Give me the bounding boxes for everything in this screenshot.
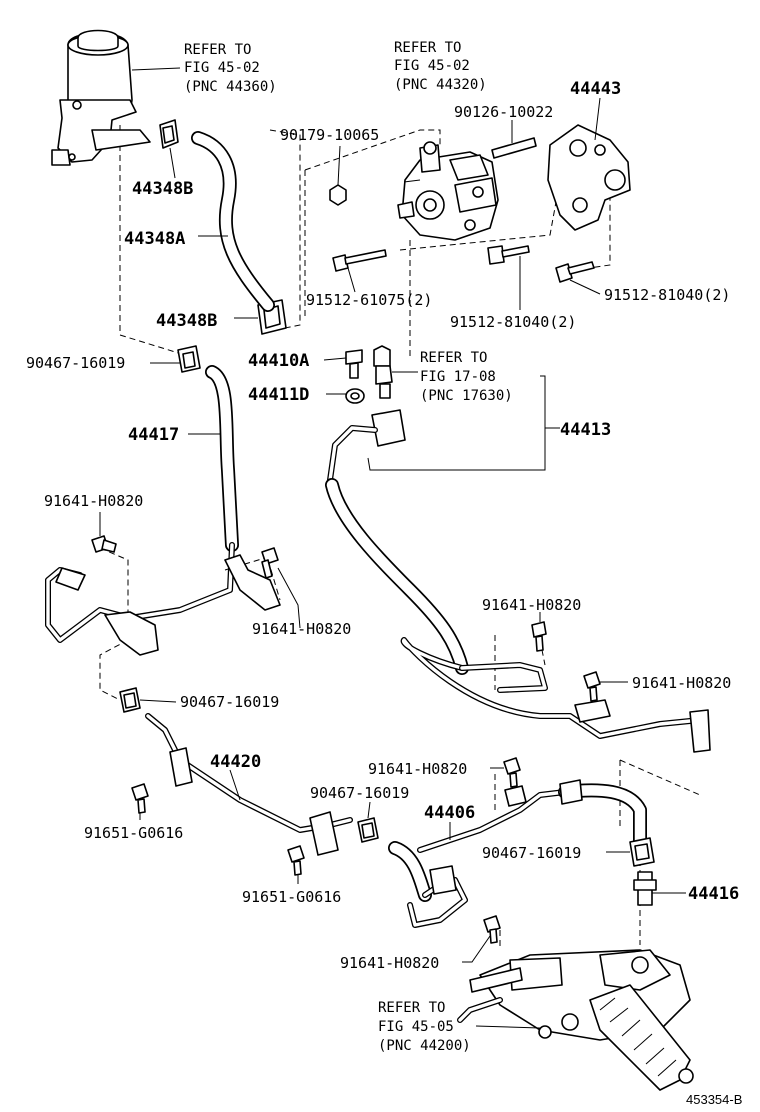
nut-90179 [329, 184, 347, 206]
label-44417: 44417 [128, 425, 179, 445]
bolt-91641-d [583, 671, 601, 702]
reference-switch: REFER TO FIG 17-08 (PNC 17630) [420, 350, 513, 404]
label-44410A: 44410A [248, 351, 309, 371]
label-90467-16019-b: 90467-16019 [180, 693, 279, 711]
label-91651-G0616-a: 91651-G0616 [84, 824, 183, 842]
label-44348A: 44348A [124, 229, 185, 249]
label-91512-81040-right: 91512-81040(2) [604, 286, 730, 304]
pressure-hose-44413 [325, 409, 711, 753]
reference-gear: REFER TO FIG 45-05 (PNC 44200) [378, 1000, 471, 1054]
return-hose-44417 [45, 365, 281, 656]
bolt-91512-61075 [332, 249, 387, 272]
bolt-91641-e [503, 757, 521, 788]
label-90126-10022: 90126-10022 [454, 103, 553, 121]
label-91641-H0820-f: 91641-H0820 [340, 954, 439, 972]
label-90467-16019-d: 90467-16019 [482, 844, 581, 862]
steering-gear-assembly [457, 949, 694, 1091]
label-91512-81040-mid: 91512-81040(2) [450, 313, 576, 331]
pressure-switch [373, 345, 393, 399]
ref-switch-line1: REFER TO [420, 350, 487, 366]
union-bolt-44410A [345, 349, 363, 379]
bolt-91651-a [131, 783, 149, 814]
label-44416: 44416 [688, 884, 739, 904]
figure-code: 453354-B [686, 1092, 742, 1107]
pump-bracket-44443 [547, 124, 631, 231]
hose-44406 [388, 779, 647, 928]
label-44413: 44413 [560, 420, 611, 440]
ref-gear-line2: FIG 45-05 [378, 1019, 454, 1035]
clamp-90467-b [119, 687, 141, 713]
ref-gear-line3: (PNC 44200) [378, 1038, 471, 1054]
ref-pump-line2: FIG 45-02 [394, 58, 470, 74]
ref-reservoir-line3: (PNC 44360) [184, 79, 277, 95]
label-44348B-top: 44348B [132, 179, 193, 199]
reservoir-tank [51, 29, 151, 166]
power-steering-pump [397, 141, 499, 241]
ref-switch-line2: FIG 17-08 [420, 369, 496, 385]
label-44348B-bottom: 44348B [156, 311, 217, 331]
label-91641-H0820-a: 91641-H0820 [44, 492, 143, 510]
bolt-91641-f [483, 915, 501, 944]
union-44416 [633, 871, 657, 906]
reference-pump: REFER TO FIG 45-02 (PNC 44320) [394, 40, 487, 93]
label-90467-16019-a: 90467-16019 [26, 354, 125, 372]
label-91641-H0820-d: 91641-H0820 [632, 674, 731, 692]
label-90179-10065: 90179-10065 [280, 126, 379, 144]
label-44443: 44443 [570, 79, 621, 99]
label-44411D: 44411D [248, 385, 309, 405]
hose-44348A [191, 131, 275, 312]
clamp-90467-a [177, 345, 201, 373]
stud-bolt-90126 [491, 137, 537, 159]
ref-pump-line3: (PNC 44320) [394, 77, 487, 93]
bolt-91512-81040-mid [487, 245, 530, 265]
ref-gear-line1: REFER TO [378, 1000, 445, 1016]
gasket-44411D [345, 388, 365, 404]
ref-reservoir-line2: FIG 45-02 [184, 60, 260, 76]
ref-switch-line3: (PNC 17630) [420, 388, 513, 404]
label-91641-H0820-e: 91641-H0820 [368, 760, 467, 778]
label-44420: 44420 [210, 752, 261, 772]
bolt-91641-b [261, 547, 279, 579]
label-44406: 44406 [424, 803, 475, 823]
clamp-90467-c [357, 817, 379, 843]
clamp-44348B-top [159, 119, 179, 149]
label-91641-H0820-b: 91641-H0820 [252, 620, 351, 638]
label-91651-G0616-b: 91651-G0616 [242, 888, 341, 906]
ref-reservoir-line1: REFER TO [184, 42, 251, 58]
label-90467-16019-c: 90467-16019 [310, 784, 409, 802]
label-91641-H0820-c: 91641-H0820 [482, 596, 581, 614]
bolt-91512-81040-right [555, 261, 595, 283]
bolt-91651-b [287, 845, 305, 876]
label-91512-61075: 91512-61075(2) [306, 291, 432, 309]
clamp-90467-d [629, 837, 655, 867]
ref-pump-line1: REFER TO [394, 40, 461, 56]
bolt-91641-a [91, 535, 117, 553]
bolt-91641-c [531, 621, 547, 652]
dashed-guides [99, 125, 701, 950]
reference-reservoir: REFER TO FIG 45-02 (PNC 44360) [184, 42, 277, 95]
